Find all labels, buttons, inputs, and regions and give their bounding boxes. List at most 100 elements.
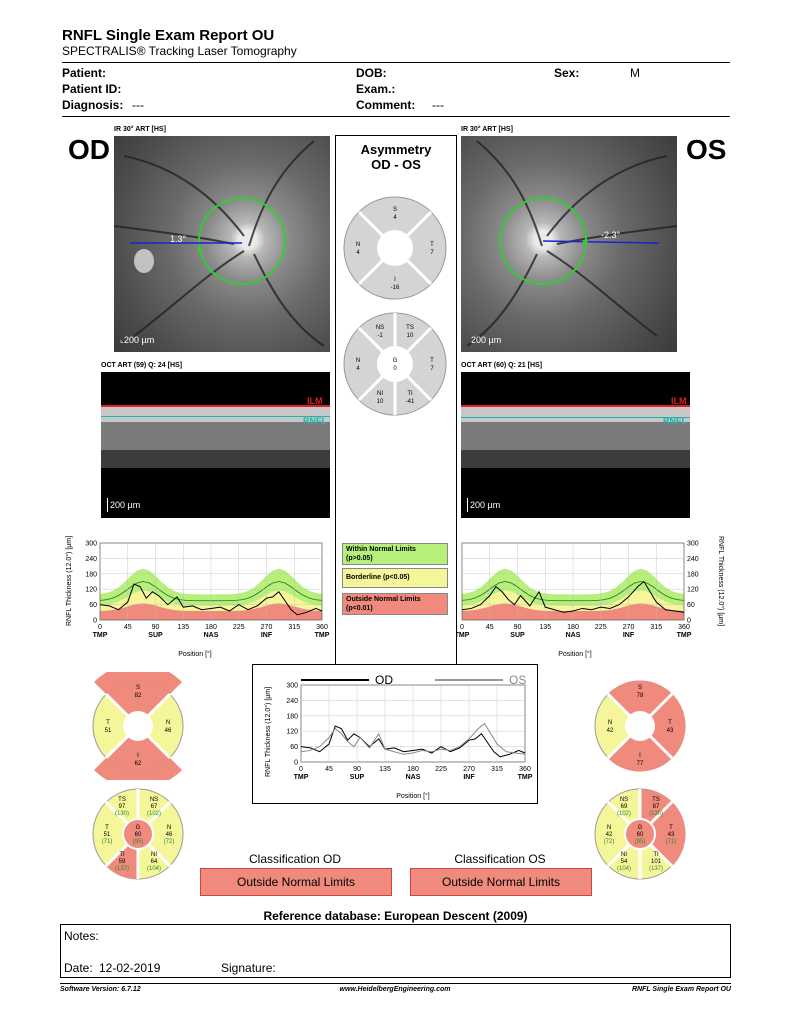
os-sector-t-label: T — [668, 720, 672, 726]
x-sector-label: TMP — [294, 774, 309, 781]
x-tick-label: 360 — [519, 766, 531, 773]
asym-ts-label: TS — [406, 325, 414, 331]
asym-i-value: -16 — [391, 285, 400, 291]
exam-label: Exam.: — [356, 82, 396, 96]
date-value: 12-02-2019 — [99, 961, 161, 975]
od-sector-t-value: 51 — [105, 728, 112, 734]
od6-ni-label: NI — [151, 852, 157, 858]
od-sector-t-label: T — [106, 720, 110, 726]
asym-i-label: I — [394, 277, 396, 283]
x-tick-label: 45 — [325, 766, 333, 773]
asymmetry-quadrant-diagram: S 4 N 4 T 7 I -16 — [343, 196, 447, 300]
y-tick-label: 180 — [687, 571, 699, 578]
od-ir-label: IR 30° ART [HS] — [114, 126, 166, 133]
od-chart-xlabel: Position [°] — [178, 650, 212, 658]
asym6-t-value: 7 — [430, 366, 434, 372]
od-fundus-image: ⌞ 1.3° 200 µm — [114, 136, 330, 352]
y-tick-label: 240 — [286, 698, 298, 705]
os6-ni-value: 54 — [621, 859, 628, 865]
patient-label: Patient: — [62, 66, 107, 80]
x-sector-label: INF — [261, 632, 273, 639]
asymmetry-sector-diagram: NS -1 TS 10 N 4 G 0 T 7 NI 10 TI -41 — [343, 312, 447, 416]
x-tick-label: 45 — [124, 624, 132, 631]
center-column-left-border — [335, 135, 336, 665]
date-label: Date: — [64, 961, 93, 975]
asym6-n-value: 4 — [356, 366, 360, 372]
x-tick-label: 45 — [486, 624, 494, 631]
x-tick-label: 180 — [407, 766, 419, 773]
y-tick-label: 240 — [687, 556, 699, 563]
os6-ts-ref: (130) — [649, 811, 663, 817]
software-version: Software Version: 6.7.12 — [60, 986, 141, 993]
asym-t-label: T — [430, 242, 434, 248]
od6-g-value: 60 — [135, 832, 142, 838]
x-tick-label: 135 — [177, 624, 189, 631]
os-six-sector-diagram: NS 69 (102) TS 87 (130) N 42 (72) G 60 (… — [594, 788, 686, 880]
asym-s-label: S — [393, 207, 397, 213]
od6-t-ref: (71) — [102, 839, 113, 845]
x-tick-label: 90 — [152, 624, 160, 631]
os-chart-xlabel: Position [°] — [558, 650, 592, 658]
x-tick-label: 0 — [460, 624, 464, 631]
od6-t-label: T — [105, 825, 109, 831]
asym-ns-label: NS — [376, 325, 384, 331]
os6-ti-label: TI — [653, 852, 659, 858]
series-line-od — [300, 725, 526, 758]
asymmetry-subtitle: OD - OS — [371, 157, 421, 172]
od6-ts-value: 97 — [119, 804, 126, 810]
os6-ns-ref: (102) — [617, 811, 631, 817]
od6-ns-value: 67 — [151, 804, 158, 810]
os-ilm-label: ILM — [671, 396, 687, 406]
od-ilm-label: ILM — [307, 396, 323, 406]
os-sector-t-value: 43 — [667, 728, 674, 734]
svg-text:⌞: ⌞ — [120, 335, 124, 344]
os6-ni-label: NI — [621, 852, 627, 858]
os6-ns-value: 69 — [621, 804, 628, 810]
legend-borderline: Borderline (p<0.05) — [342, 568, 448, 588]
os-ir-label: IR 30° ART [HS] — [461, 126, 513, 133]
od-eye-label: OD — [68, 134, 110, 165]
x-sector-label: SUP — [148, 632, 163, 639]
asym-g-value: 0 — [393, 366, 397, 372]
patient-id-label: Patient ID: — [62, 82, 122, 96]
os-classification-value: Outside Normal Limits — [410, 868, 592, 896]
x-tick-label: 225 — [233, 624, 245, 631]
y-tick-label: 0 — [93, 618, 97, 625]
od6-g-ref: (95) — [133, 839, 144, 845]
od-classification-title: Classification OD — [248, 852, 342, 866]
asym-n-label: N — [356, 242, 360, 248]
series-line-od — [99, 583, 323, 616]
od6-g-label: G — [136, 825, 141, 831]
y-tick-label: 60 — [290, 744, 298, 751]
od6-ti-value: 59 — [119, 859, 126, 865]
comment-value: --- — [432, 98, 444, 112]
x-tick-label: 315 — [288, 624, 300, 631]
x-tick-label: 90 — [353, 766, 361, 773]
x-sector-label: TMP — [315, 632, 330, 639]
os-eye-label: OS — [686, 134, 727, 165]
asym-t-value: 7 — [430, 250, 434, 256]
os6-g-label: G — [638, 825, 643, 831]
y-tick-label: 300 — [85, 541, 97, 548]
x-sector-label: NAS — [204, 632, 219, 639]
os-fundus-image: -2.3° 200 µm — [461, 136, 677, 352]
legend-od: OD — [375, 673, 393, 687]
od-chart-ylabel: RNFL Thickness (12.0°) [µm] — [65, 536, 73, 626]
asym-s-value: 4 — [393, 215, 397, 221]
os6-t-ref: (71) — [666, 839, 677, 845]
x-tick-label: 135 — [379, 766, 391, 773]
os-sector-s-value: 78 — [637, 693, 644, 699]
asym-ti-label: TI — [407, 391, 413, 397]
os6-g-ref: (95) — [635, 839, 646, 845]
center-column-top-border — [335, 135, 457, 136]
x-tick-label: 180 — [205, 624, 217, 631]
os6-ni-ref: (104) — [617, 866, 631, 872]
x-tick-label: 225 — [595, 624, 607, 631]
x-sector-label: NAS — [566, 632, 581, 639]
legend-within-normal: Within Normal Limits (p>0.05) — [342, 543, 448, 565]
legend-outside-normal: Outside Normal Limits (p<0.01) — [342, 593, 448, 615]
os-rnfl-profile-chart: 06012018024030004590135180225270315360TM… — [457, 536, 725, 658]
x-sector-label: INF — [623, 632, 635, 639]
os-chart-ylabel: RNFL Thickness (12.0°) [µm] — [717, 536, 725, 626]
os6-ti-value: 101 — [651, 859, 662, 865]
